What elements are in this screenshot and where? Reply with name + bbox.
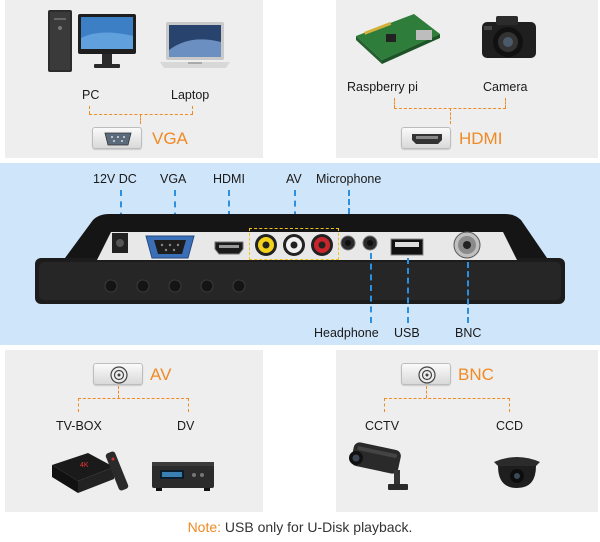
- note-prefix: Note:: [187, 519, 222, 535]
- port-label-vga: VGA: [160, 172, 187, 186]
- dv-label: DV: [177, 419, 195, 433]
- bnc-title: BNC: [458, 365, 494, 384]
- leader-vga: [174, 190, 176, 230]
- cctv-camera-image: [349, 442, 408, 490]
- bnc-port-badge: [401, 363, 451, 385]
- port-label-microphone: Microphone: [316, 172, 382, 186]
- vga-connector-line: [89, 106, 90, 114]
- port-label-bnc: BNC: [455, 326, 482, 340]
- leader-usb: [407, 258, 409, 323]
- ccd-dome-camera-image: [494, 457, 540, 488]
- bnc-panel: [336, 350, 598, 512]
- usb-port-icon: [390, 238, 424, 256]
- raspberry-pi-image: [356, 14, 440, 64]
- dc-power-port-icon: [112, 233, 128, 253]
- vga-title: VGA: [152, 129, 188, 148]
- headphone-jack-icon: [362, 235, 378, 251]
- hdmi-port-badge: [401, 127, 451, 149]
- port-label-12v-dc: 12V DC: [93, 172, 137, 186]
- tv-box-label: TV-BOX: [56, 419, 102, 433]
- cctv-label: CCTV: [365, 419, 400, 433]
- microphone-jack-icon: [340, 235, 356, 251]
- laptop-image: [160, 22, 230, 68]
- port-label-hdmi: HDMI: [213, 172, 245, 186]
- av-ports-box: [249, 228, 339, 260]
- av-ports-icon: [255, 234, 333, 256]
- hdmi-title: HDMI: [459, 129, 503, 148]
- av-port-badge: [93, 363, 143, 385]
- av-port-icon: [110, 366, 128, 384]
- av-title: AV: [150, 365, 172, 384]
- ccd-label: CCD: [496, 419, 524, 433]
- av-connector-line: [118, 386, 119, 398]
- hdmi-connector-line: [394, 98, 395, 108]
- leader-headphone: [370, 253, 372, 323]
- camera-label: Camera: [483, 80, 528, 94]
- tv-box-image: 4K: [52, 451, 129, 493]
- usb-note: Note: USB only for U-Disk playback.: [0, 519, 600, 535]
- vga-port-icon: [104, 132, 132, 146]
- pc-label: PC: [82, 88, 100, 102]
- port-label-headphone: Headphone: [314, 326, 379, 340]
- leader-av: [294, 190, 296, 228]
- raspberry-pi-label: Raspberry pi: [347, 80, 418, 94]
- vga-port-badge: [92, 127, 142, 149]
- hdmi-port-icon: [214, 241, 244, 255]
- hdmi-port-icon: [412, 134, 442, 144]
- laptop-label: Laptop: [171, 88, 210, 102]
- camera-image: [482, 16, 536, 58]
- vga-port-icon: [145, 235, 195, 259]
- leader-12v-dc: [120, 190, 122, 230]
- port-label-usb: USB: [394, 326, 420, 340]
- bnc-port-icon: [453, 231, 481, 259]
- pc-image: [48, 10, 136, 72]
- bnc-connector-line: [426, 386, 427, 398]
- leader-bnc: [467, 262, 469, 323]
- bnc-port-icon: [418, 366, 436, 384]
- svg-text:4K: 4K: [80, 462, 89, 469]
- port-label-av: AV: [286, 172, 302, 186]
- note-text: USB only for U-Disk playback.: [221, 519, 413, 535]
- dv-player-image: [152, 462, 214, 491]
- leader-microphone: [348, 190, 350, 232]
